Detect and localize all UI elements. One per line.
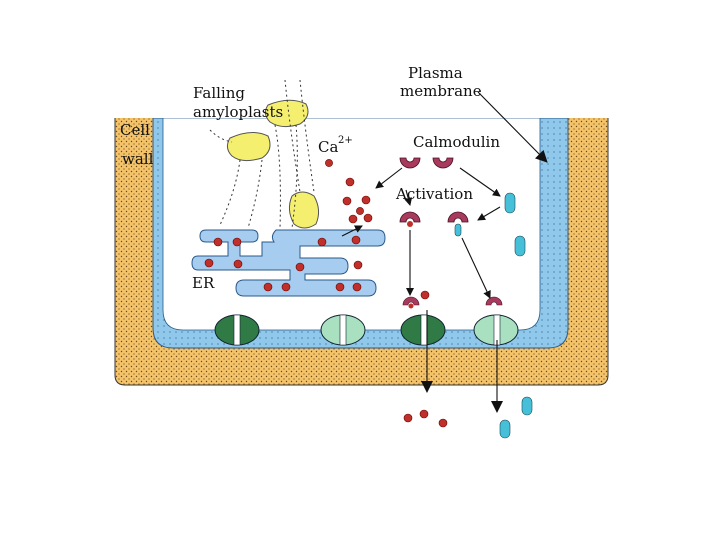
arrow	[341, 91, 548, 413]
label-calmodulin: Calmodulin	[413, 133, 500, 151]
endoplasmic-reticulum	[191, 229, 386, 297]
amyloplast	[288, 191, 320, 229]
label-amyloplasts: amyloplasts	[193, 103, 283, 121]
calmodulin	[432, 157, 454, 169]
cytoplasm	[162, 117, 541, 331]
calcium-ion	[204, 159, 448, 428]
label-membrane: membrane	[400, 82, 482, 100]
activated-calmodulin	[399, 211, 421, 227]
falling-trace	[209, 79, 315, 229]
label-falling: Falling	[193, 84, 245, 102]
amyloplast	[226, 132, 271, 162]
label-cell: Cell	[120, 121, 150, 139]
label-er: ER	[192, 274, 215, 292]
activated-calmodulin	[447, 211, 469, 237]
top-cover	[110, 60, 610, 118]
membrane-channel	[473, 296, 519, 346]
cyan-marker	[499, 192, 533, 439]
label-activation: Activation	[395, 185, 473, 203]
label-plasma: Plasma	[408, 64, 463, 82]
label-wall: wall	[122, 150, 154, 168]
membrane-channel	[400, 296, 446, 346]
label-calcium-charge: 2+	[338, 135, 353, 146]
membrane-channel	[214, 314, 260, 346]
calmodulin	[399, 157, 421, 169]
membrane-channel	[320, 314, 366, 346]
amyloplast	[264, 99, 309, 128]
label-calcium: Ca	[318, 138, 338, 156]
